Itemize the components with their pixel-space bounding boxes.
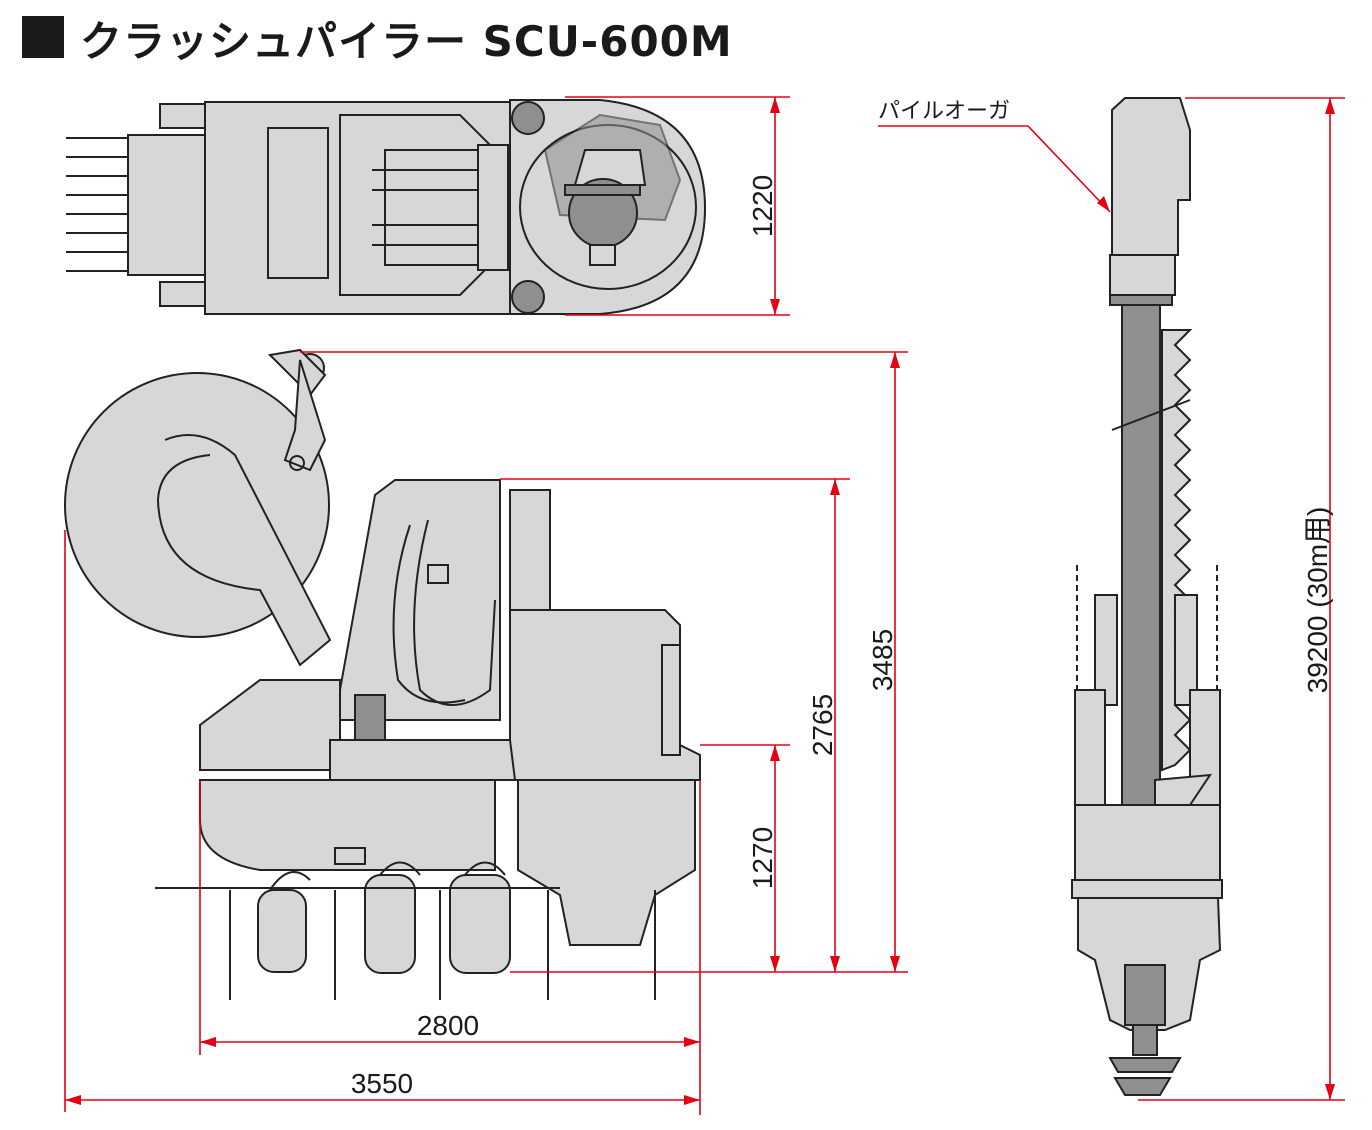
dimension-1220-label: 1220 [747,175,778,237]
mast-plate [427,564,449,584]
title-bullet [22,16,64,58]
shoe-2 [364,874,416,974]
dimension-3550: 3550 [64,530,700,1112]
dimension-3485: 3485 [300,351,908,973]
shoe-3 [449,874,511,974]
dimension-2765-label: 2765 [807,694,838,756]
mast-body [339,479,501,721]
auger-callout: パイルオーガ [878,99,1111,213]
dimension-1270: 1270 [700,744,790,972]
dimension-39200: 39200 (30m用) [1138,97,1345,1101]
side-view [64,348,701,1000]
dimension-2800-label: 2800 [417,1010,479,1041]
page-title: クラッシュパイラー SCU-600M [80,17,733,66]
top-view-mast [384,149,481,266]
auger-motor [1111,97,1191,256]
engine-cowl [199,679,341,771]
dimension-2800: 2800 [199,780,701,1115]
dimension-3485-label: 3485 [867,629,898,691]
auger-bit [1113,1077,1172,1096]
top-view-clamp-block [267,127,329,279]
dimension-1270-label: 1270 [747,827,778,889]
chuck-table [509,609,701,781]
auger-callout-label: パイルオーガ [878,99,1010,124]
top-view-pin-lower [511,280,545,314]
cable-drum-arm [156,434,332,667]
auger-chuck-housing [1074,804,1221,881]
auger-shaft [1121,304,1161,866]
chuck-housing [517,779,696,946]
drum-bracket [283,359,327,472]
dimension-39200-label: 39200 (30m用) [1302,507,1333,694]
dimension-2765: 2765 [500,478,850,972]
dimension-1220: 1220 [565,96,790,316]
top-view [66,99,707,315]
auger-view [1071,97,1223,1096]
dimension-3550-label: 3550 [351,1068,413,1099]
top-view-pin-upper [511,101,545,135]
shoe-1 [257,889,307,973]
